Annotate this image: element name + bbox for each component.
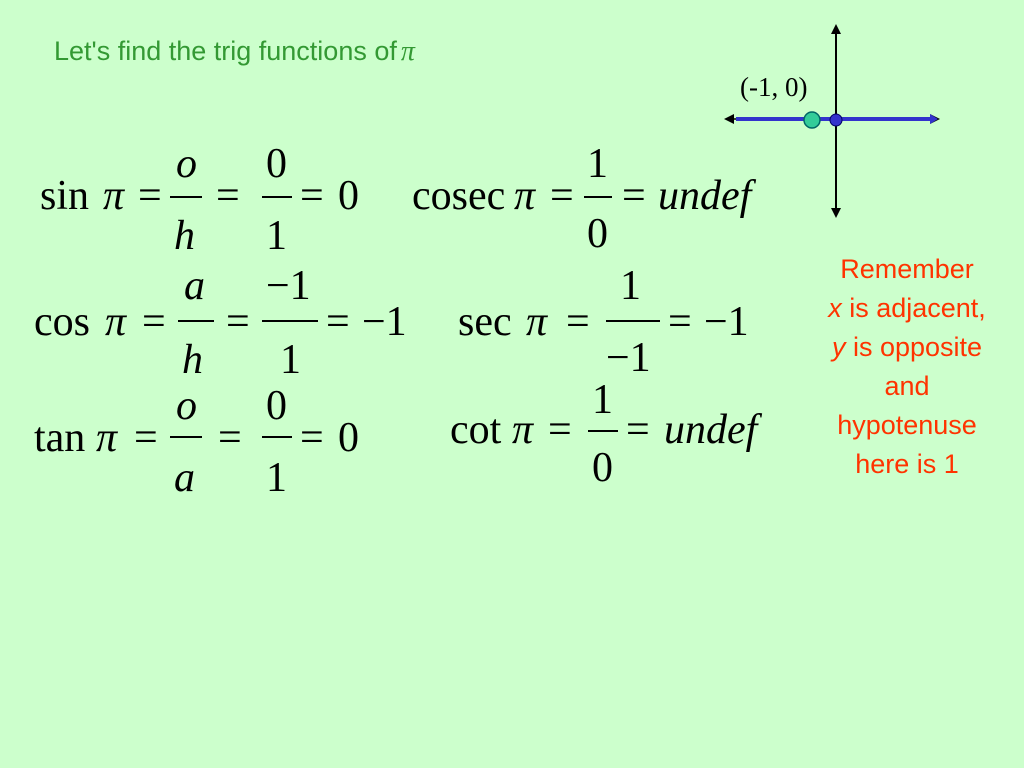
note-line-3: y is opposite [800,328,1014,367]
sec-fraction-bar [606,320,660,322]
sin-fraction-bar-1 [170,196,202,198]
sec-den: −1 [606,335,651,381]
sec-result: −1 [704,299,749,345]
cosec-fn: cosec [412,173,506,219]
sin-equals-3: = [300,173,324,219]
sec-equals-1: = [566,299,590,345]
cosec-result: undef [658,173,752,219]
note-x-var: x [828,293,842,323]
note-line-3-text: is opposite [852,332,983,362]
point-label: (-1, 0) [740,72,808,102]
title-text: Let's find the trig functions of [54,36,397,66]
cos-equals-3: = [326,299,350,345]
tan-fraction-bar-2 [262,436,292,438]
sin-num-o: o [176,141,197,187]
reminder-note: Remember x is adjacent, y is opposite an… [800,250,1014,484]
cosec-fraction-bar [584,196,612,198]
cos-num-a: a [184,263,205,309]
cot-arg: π [512,407,534,453]
cos-den-h: h [182,337,203,383]
cos-num: −1 [266,263,311,309]
point-minus-one-zero [803,111,821,129]
cos-fraction-bar-1 [178,320,214,322]
sin-arg: π [103,173,125,219]
note-line-5: hypotenuse [837,410,977,440]
sin-equals-1: = [138,173,162,219]
y-axis-arrow-down [831,208,841,218]
note-line-2: x is adjacent, [800,289,1014,328]
title-pi-symbol: π [400,36,415,67]
cot-num: 1 [592,377,613,423]
cosec-arg: π [514,173,536,219]
cot-den: 0 [592,445,613,491]
tan-equals-3: = [300,415,324,461]
cos-equals-2: = [226,299,250,345]
tan-den-a: a [174,455,195,501]
cos-fraction-bar-2 [262,320,318,322]
sin-result: 0 [338,173,359,219]
sin-fn: sin [40,173,90,219]
x-axis-arrow-left [724,114,734,124]
note-line-2-text: is adjacent, [849,293,986,323]
note-line-1: Remember [840,254,974,284]
tan-result: 0 [338,415,359,461]
cot-equals-1: = [548,407,572,453]
note-y-var: y [831,332,846,362]
cos-equals-1: = [142,299,166,345]
cot-result: undef [664,407,758,453]
cot-fraction-bar [588,430,618,432]
origin-point [829,113,843,127]
note-line-6: here is 1 [855,449,959,479]
sec-num: 1 [620,263,641,309]
cosec-den: 0 [587,211,608,257]
cosec-num: 1 [587,141,608,187]
tan-num-o: o [176,383,197,429]
x-axis-highlight-arrow [930,114,938,124]
cot-equals-2: = [626,407,650,453]
tan-num-0: 0 [266,383,287,429]
sin-equals-2: = [216,173,240,219]
sec-equals-2: = [668,299,692,345]
sin-den-h: h [174,213,195,259]
sec-fn: sec [458,299,512,345]
cosec-equals-2: = [622,173,646,219]
tan-arg: π [96,415,118,461]
sin-num-0: 0 [266,141,287,187]
cot-fn: cot [450,407,502,453]
cos-den: 1 [280,337,301,383]
cos-arg: π [105,299,127,345]
sec-arg: π [526,299,548,345]
cos-result: −1 [362,299,407,345]
cosec-equals-1: = [550,173,574,219]
tan-fraction-bar-1 [170,436,202,438]
y-axis-arrow-up [831,24,841,34]
sin-den-1: 1 [266,213,287,259]
tan-equals-1: = [134,415,158,461]
tan-equals-2: = [218,415,242,461]
cos-fn: cos [34,299,90,345]
note-line-4: and [884,371,930,401]
tan-fn: tan [34,415,86,461]
sin-fraction-bar-2 [262,196,292,198]
tan-den-1: 1 [266,455,287,501]
